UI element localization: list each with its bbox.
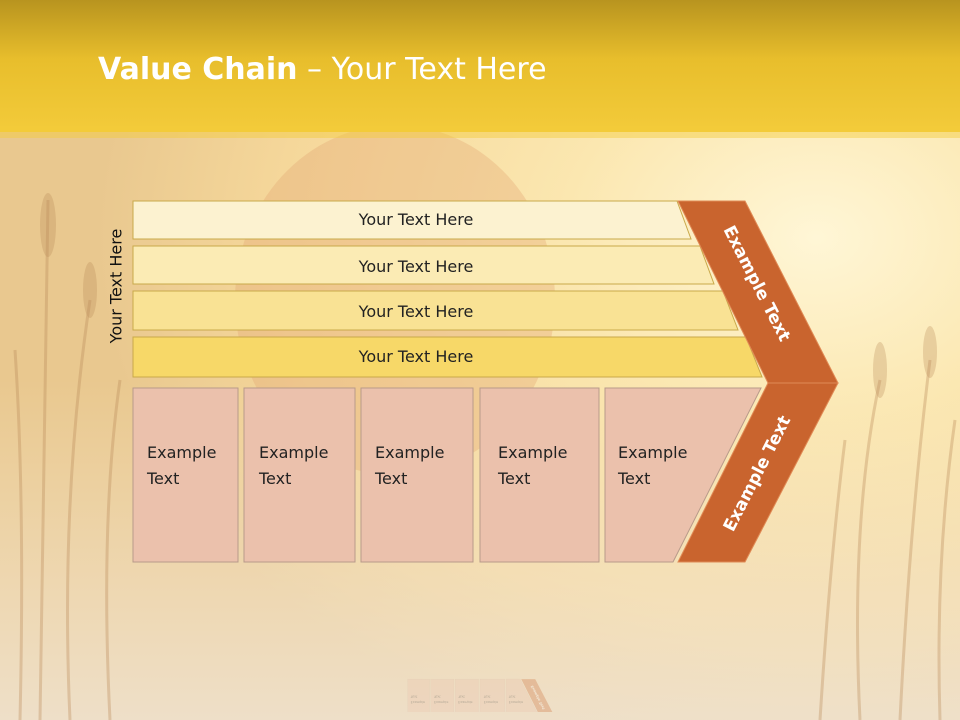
- reflection-text: Example: [411, 700, 425, 704]
- primary-box-line1: Example: [147, 443, 216, 462]
- support-row: Your Text Here: [132, 290, 739, 331]
- primary-box-line2: Text: [146, 469, 179, 488]
- reflection-box: [505, 678, 537, 712]
- support-row-label: Your Text Here: [358, 302, 474, 321]
- reflection-box: [430, 678, 455, 712]
- support-row: Your Text Here: [132, 245, 715, 285]
- diagram-reflection: Example Text Example Text Example Text E…: [0, 562, 960, 712]
- primary-box-shape: [243, 387, 356, 563]
- primary-box-line1: Example: [618, 443, 687, 462]
- primary-box: Example Text: [360, 387, 474, 563]
- title-bold: Value Chain: [98, 52, 298, 87]
- support-row-label: Your Text Here: [358, 347, 474, 366]
- reflection-text: Text: [433, 694, 441, 698]
- primary-box-line1: Example: [375, 443, 444, 462]
- primary-box: Example Text: [243, 387, 356, 563]
- primary-box: Example Text: [132, 387, 239, 563]
- primary-box-shape: [479, 387, 600, 563]
- support-row-shape: [132, 290, 739, 331]
- support-row-label: Your Text Here: [358, 210, 474, 229]
- support-row: Your Text Here: [132, 200, 692, 240]
- slide-title: Value Chain – Your Text Here: [98, 52, 547, 87]
- support-row: Your Text Here: [132, 336, 763, 378]
- reflection-svg: Example Text Example Text Example Text E…: [407, 678, 553, 712]
- support-row-shape: [132, 200, 692, 240]
- primary-box-line2: Text: [258, 469, 291, 488]
- reflection-text: Text: [410, 694, 418, 698]
- reflection-text: Example: [484, 700, 498, 704]
- primary-box-shape: [360, 387, 474, 563]
- primary-box: Example Text: [604, 387, 762, 563]
- primary-box-line2: Text: [617, 469, 650, 488]
- reflection-text: Text: [483, 694, 491, 698]
- support-row-shape: [132, 336, 763, 378]
- reflection-text: Example: [509, 700, 523, 704]
- reflection-box: [455, 678, 479, 712]
- reflection-text: Text: [457, 694, 465, 698]
- margin-chevron-bottom: [677, 382, 839, 563]
- title-rest: – Your Text Here: [297, 52, 547, 87]
- support-row-label: Your Text Here: [358, 257, 474, 276]
- reflection-box: [407, 678, 430, 712]
- reflection-text: Example: [458, 700, 472, 704]
- primary-box-line1: Example: [259, 443, 328, 462]
- support-row-shape: [132, 245, 715, 285]
- primary-box: Example Text: [479, 387, 600, 563]
- reflection-text: Text: [508, 694, 516, 698]
- primary-box-shape: [132, 387, 239, 563]
- reflection-box: [479, 678, 505, 712]
- diagram-main: Your Text Here Your Text Here Your Text …: [132, 200, 839, 563]
- primary-box-line1: Example: [498, 443, 567, 462]
- reflection-text: Example: [434, 700, 448, 704]
- margin-chevron: Example Text Example Text: [677, 200, 839, 563]
- primary-box-line2: Text: [374, 469, 407, 488]
- primary-box-line2: Text: [497, 469, 530, 488]
- reflection-chevron: [521, 679, 553, 712]
- primary-box-shape: [604, 387, 762, 563]
